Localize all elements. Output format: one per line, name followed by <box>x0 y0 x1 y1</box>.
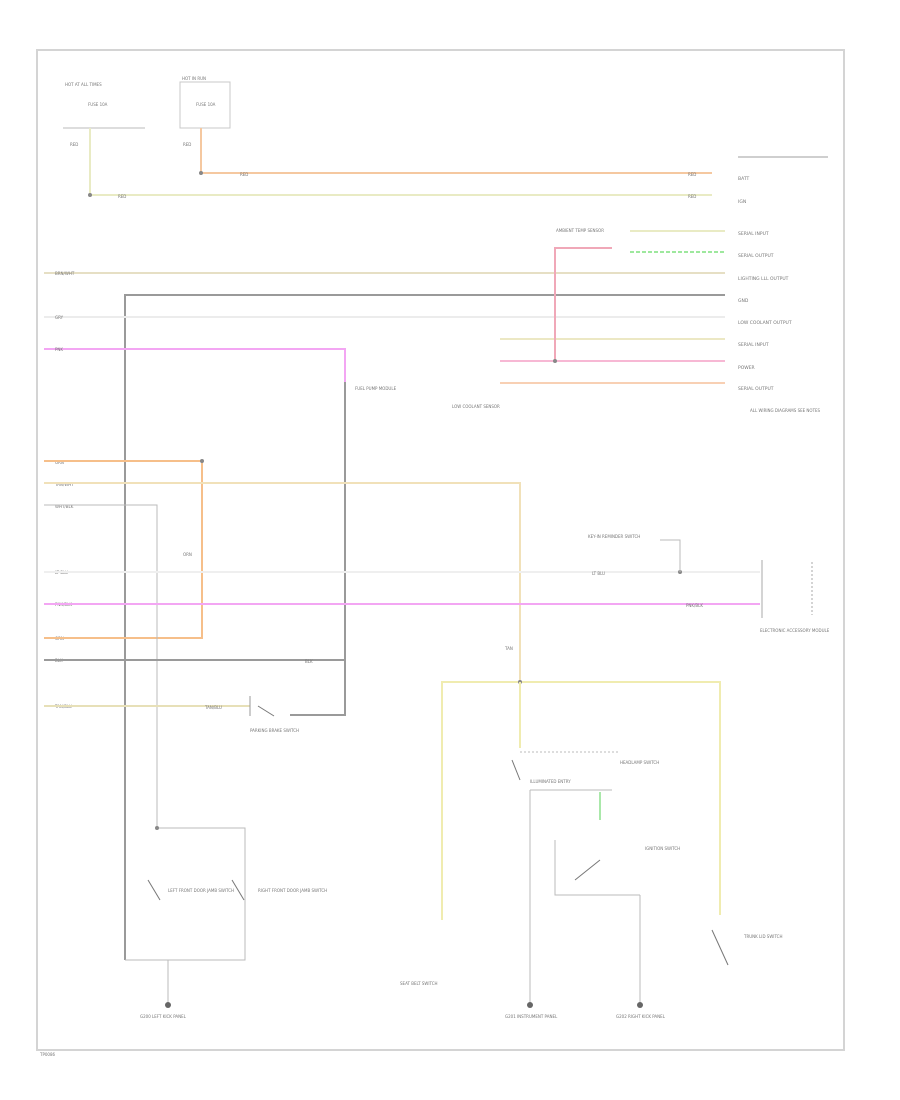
svg-text:RED: RED <box>70 142 78 147</box>
ground-right-icon <box>637 1002 643 1008</box>
wire-batt <box>200 128 712 174</box>
left-door-label: LEFT FRONT DOOR JAMB SWITCH <box>168 888 234 893</box>
svg-text:HOT AT ALL TIMES: HOT AT ALL TIMES <box>65 82 102 87</box>
svg-text:BLK: BLK <box>305 659 313 664</box>
svg-text:GND: GND <box>738 298 749 304</box>
right-door-label: RIGHT FRONT DOOR JAMB SWITCH <box>258 888 327 893</box>
ignition-switch-icon <box>574 859 601 881</box>
splice-ign <box>88 193 92 197</box>
wire-orn-loop <box>44 460 203 639</box>
svg-text:GRY: GRY <box>55 315 64 320</box>
wire-gnd <box>124 294 725 960</box>
splice-batt <box>199 171 203 175</box>
svg-text:BATT: BATT <box>738 176 749 182</box>
svg-text:LT BLU: LT BLU <box>592 571 605 576</box>
svg-text:SERIAL OUTPUT: SERIAL OUTPUT <box>738 386 774 392</box>
svg-text:LOW COOLANT OUTPUT: LOW COOLANT OUTPUT <box>738 320 792 326</box>
wire-ign <box>89 128 712 196</box>
footer-code: TP0086 <box>39 1052 55 1057</box>
fuse-hot-at-all-times: HOT AT ALL TIMES FUSE 10A RED <box>63 82 145 147</box>
key-switch-icon <box>511 759 521 781</box>
left-wire-labels: BRN/WHT GRY PNK ORN TAN/WHT WHT/BLK LT B… <box>54 271 75 709</box>
svg-text:RED: RED <box>118 194 126 199</box>
svg-text:TAN: TAN <box>504 646 513 651</box>
svg-text:SERIAL INPUT: SERIAL INPUT <box>738 231 769 237</box>
svg-text:FUSE 10A: FUSE 10A <box>196 102 216 107</box>
note-label: ALL WIRING DIAGRAMS SEE NOTES <box>750 408 821 413</box>
wire-tan <box>44 482 521 682</box>
svg-text:TAN/BLU: TAN/BLU <box>204 705 222 710</box>
illumination-label: ILLUMINATED ENTRY <box>530 779 571 784</box>
svg-text:RED: RED <box>240 172 248 177</box>
accessory-module-label: ELECTRONIC ACCESSORY MODULE <box>760 628 830 633</box>
wire-fuel-gnd <box>290 382 346 716</box>
trunk-switch-label: TRUNK LID SWITCH <box>743 934 782 939</box>
wire-pnk-fuel <box>44 348 346 382</box>
svg-text:IGNITION SWITCH: IGNITION SWITCH <box>645 846 680 851</box>
svg-text:FUSE 10A: FUSE 10A <box>88 102 108 107</box>
ground-center-icon <box>527 1002 533 1008</box>
fuse-hot-in-run: HOT IN RUN FUSE 10A RED <box>179 76 231 147</box>
low-coolant-label: LOW COOLANT SENSOR <box>452 404 500 409</box>
fuel-pump-label: FUEL PUMP MODULE <box>355 386 397 391</box>
left-door-switch-icon <box>147 879 161 901</box>
ambient-sensor-label: AMBIENT TEMP SENSOR <box>556 228 604 233</box>
svg-text:ORN: ORN <box>183 552 192 557</box>
trunk-switch-icon <box>711 929 729 966</box>
svg-text:LIGHTING LLL OUTPUT: LIGHTING LLL OUTPUT <box>738 276 789 282</box>
diagram-frame <box>36 49 845 1051</box>
parking-brake-label: PARKING BRAKE SWITCH <box>250 728 299 733</box>
ground-left-icon <box>165 1002 171 1008</box>
svg-text:HOT IN RUN: HOT IN RUN <box>182 76 206 81</box>
ground-left-label: G200 LEFT KICK PANEL <box>140 1014 187 1019</box>
seat-belt-label: SEAT BELT SWITCH <box>400 981 438 986</box>
svg-text:BRN/WHT: BRN/WHT <box>55 271 75 276</box>
wire-yel-branch <box>441 681 721 920</box>
parking-brake-switch-icon <box>257 705 275 717</box>
ground-center-label: G201 INSTRUMENT PANEL <box>505 1014 558 1019</box>
svg-text:PNK: PNK <box>55 347 63 352</box>
headlamp-switch-label: HEADLAMP SWITCH <box>620 760 659 765</box>
svg-text:POWER: POWER <box>738 365 755 371</box>
svg-text:ORN: ORN <box>55 460 64 465</box>
cluster-pin-list: BATT IGN SERIAL INPUT SERIAL OUTPUT LIGH… <box>688 172 792 392</box>
ignition-switch: IGNITION SWITCH <box>554 840 680 896</box>
svg-text:RED: RED <box>183 142 191 147</box>
svg-text:RED: RED <box>688 172 696 177</box>
ground-right-label: G202 RIGHT KICK PANEL <box>616 1014 666 1019</box>
wire-ambient-feed <box>554 247 612 361</box>
door-switch-box <box>125 827 246 961</box>
svg-text:SERIAL INPUT: SERIAL INPUT <box>738 342 769 348</box>
right-door-switch-icon <box>231 879 245 901</box>
svg-text:RED: RED <box>688 194 696 199</box>
wire-wht-blk <box>44 504 158 828</box>
svg-text:SERIAL OUTPUT: SERIAL OUTPUT <box>738 253 774 259</box>
svg-text:IGN: IGN <box>738 199 746 205</box>
key-reminder-label: KEY-IN REMINDER SWITCH <box>588 534 640 539</box>
svg-text:TAN/WHT: TAN/WHT <box>54 482 74 487</box>
svg-text:PNK/BLK: PNK/BLK <box>686 603 703 608</box>
svg-text:WHT/BLK: WHT/BLK <box>55 504 74 509</box>
